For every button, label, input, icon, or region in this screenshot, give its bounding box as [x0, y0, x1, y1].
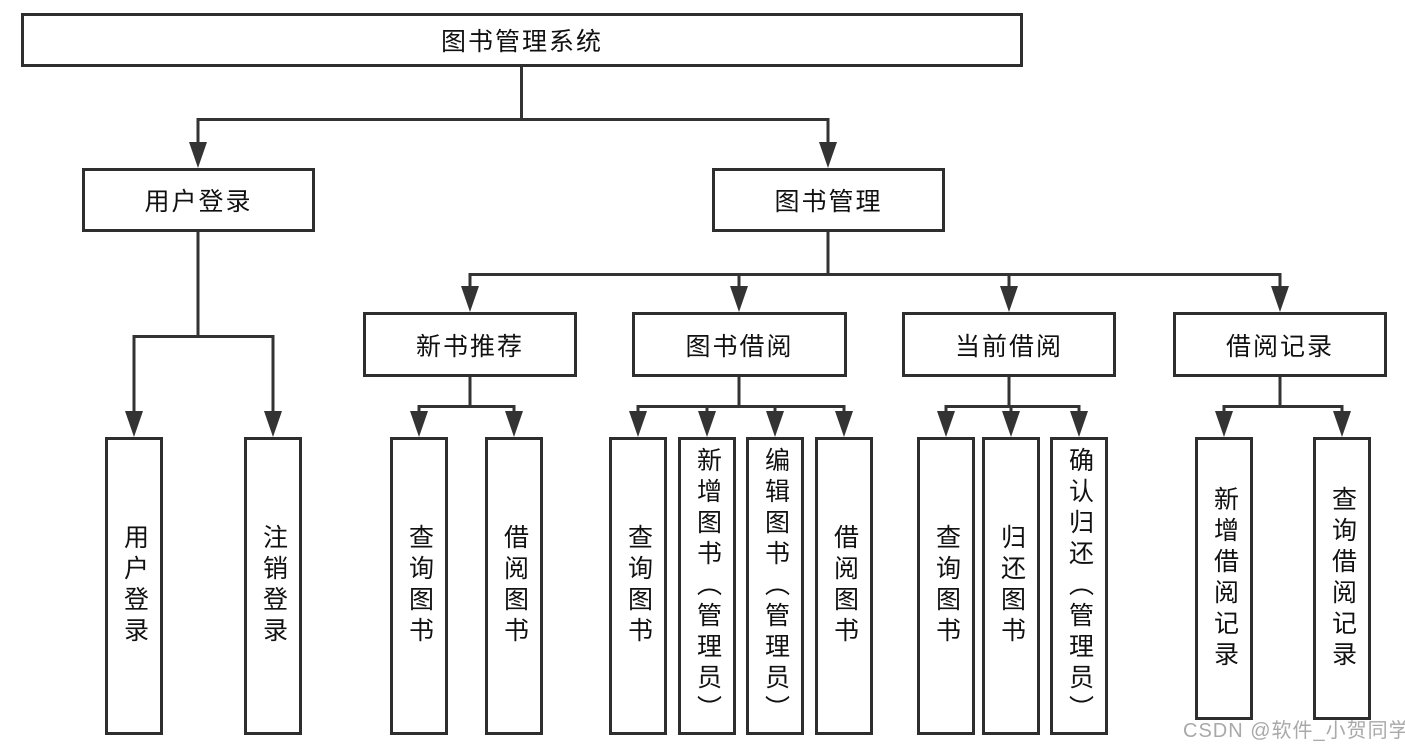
arrowhead	[1271, 286, 1289, 312]
arrowhead	[410, 411, 428, 437]
csdn-watermark: CSDN @软件_小贺同学	[1183, 720, 1405, 742]
arrowheads	[125, 142, 1351, 437]
arrowhead	[730, 286, 748, 312]
arrowhead	[189, 142, 207, 168]
leaf-logout: 注销登录	[244, 437, 302, 735]
arrowhead	[1333, 411, 1351, 437]
leaf-add-books-admin: 新增图书（管理员）	[678, 437, 736, 735]
leaf-add-borrow-record: 新增借阅记录	[1195, 437, 1253, 720]
arrowhead	[835, 411, 853, 437]
arrowhead	[505, 411, 523, 437]
node-new-book-recommend: 新书推荐	[363, 312, 577, 377]
node-user-login: 用户登录	[82, 168, 315, 232]
arrowhead	[264, 411, 282, 437]
arrowhead	[698, 411, 716, 437]
arrowhead	[1070, 411, 1088, 437]
leaf-confirm-return-admin: 确认归还（管理员）	[1050, 437, 1108, 735]
arrowhead	[766, 411, 784, 437]
arrowhead	[819, 142, 837, 168]
node-book-borrowing: 图书借阅	[632, 312, 847, 377]
arrowhead	[1000, 286, 1018, 312]
arrowhead	[1215, 411, 1233, 437]
node-book-management: 图书管理	[712, 168, 945, 232]
leaf-query-borrow-record: 查询借阅记录	[1313, 437, 1371, 720]
leaf-query-books-recommend: 查询图书	[390, 437, 448, 735]
leaf-borrow-books-borrowing: 借阅图书	[815, 437, 873, 735]
arrowhead	[937, 411, 955, 437]
leaf-borrow-books-recommend: 借阅图书	[485, 437, 543, 735]
leaf-return-books: 归还图书	[982, 437, 1040, 735]
node-current-borrowing: 当前借阅	[902, 312, 1116, 377]
arrowhead	[461, 286, 479, 312]
node-root: 图书管理系统	[21, 13, 1023, 67]
arrowhead	[1002, 411, 1020, 437]
leaf-query-books-current: 查询图书	[917, 437, 975, 735]
arrowhead	[125, 411, 143, 437]
leaf-edit-books-admin: 编辑图书（管理员）	[746, 437, 804, 735]
arrowhead	[629, 411, 647, 437]
leaf-query-books-borrowing: 查询图书	[609, 437, 667, 735]
node-borrowing-records: 借阅记录	[1173, 312, 1387, 377]
leaf-user-login: 用户登录	[105, 437, 163, 735]
